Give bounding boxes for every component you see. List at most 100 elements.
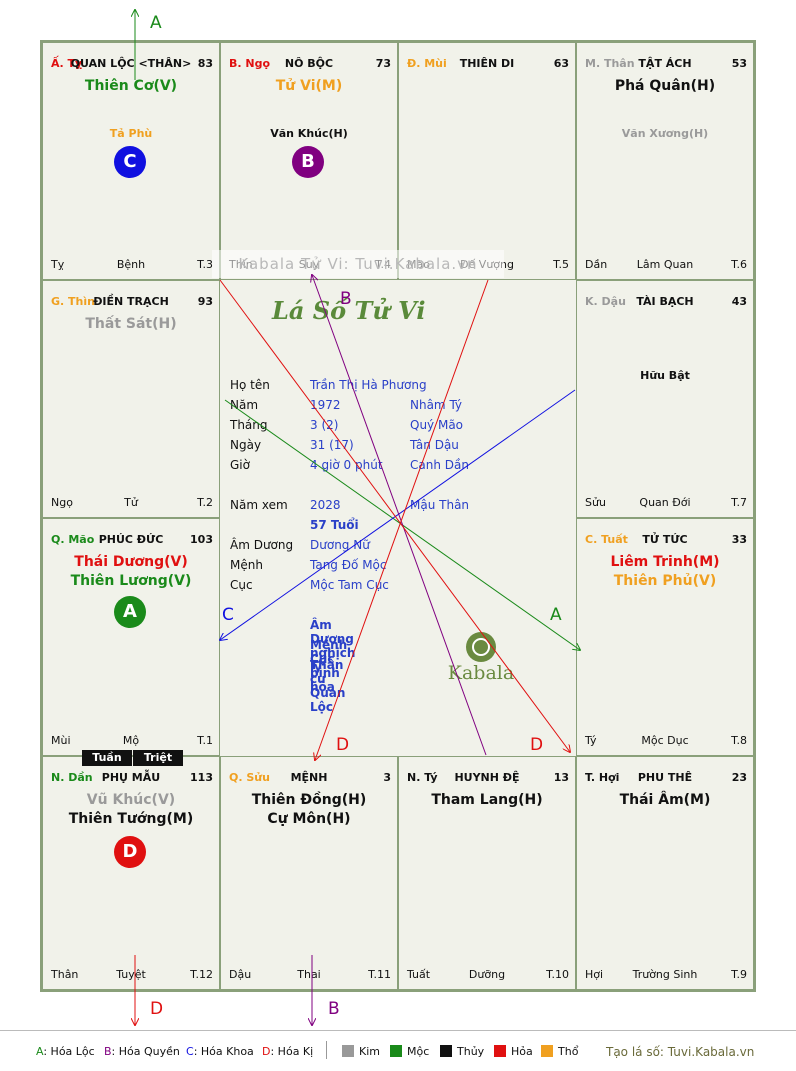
info-label: Họ tên	[230, 378, 270, 392]
palace-number: 93	[197, 295, 213, 308]
palace-can-chi: C. Tuất	[585, 533, 628, 546]
main-stars: Vũ Khúc(V) Thiên Tướng(M)	[43, 791, 219, 829]
info-value: Tang Đố Mộc	[310, 558, 387, 572]
main-star: Phá Quân(H)	[614, 78, 716, 94]
palace-can-chi: N. Tý	[407, 771, 438, 784]
moc-swatch	[390, 1045, 402, 1057]
hoa-swatch	[494, 1045, 506, 1057]
branch-label: Hợi	[585, 968, 604, 981]
palace-name: NÔ BỘC	[284, 57, 334, 70]
stage-label: Thai	[297, 968, 321, 981]
watermark-banner: Kabala Tử Vi: Tuvi.Kabala.vn	[212, 250, 504, 278]
palace-number: 63	[553, 57, 569, 70]
main-stars: Phá Quân(H)	[577, 77, 753, 96]
info-value: 57 Tuổi	[310, 518, 359, 532]
age-label: T.3	[197, 258, 213, 271]
palace-number: 113	[190, 771, 213, 784]
chart-title: Lá Số Tử Vi	[272, 296, 426, 325]
palace-name: PHỤ MẪU	[101, 771, 161, 784]
hoa-khoa-arrow	[220, 389, 576, 640]
main-star: Thiên Tướng(M)	[68, 811, 194, 827]
legend-moc: Mộc	[390, 1045, 429, 1058]
chart-note: Âm Dương nghịch lý	[310, 618, 356, 674]
logo-word: Kabala	[447, 662, 515, 684]
main-star: Cự Môn(H)	[267, 811, 351, 827]
info-value: Mộc Tam Cục	[310, 578, 389, 592]
branch-label: Sửu	[585, 496, 606, 509]
legend-tho: Thổ	[541, 1045, 578, 1058]
palace-can-chi: Đ. Mùi	[407, 57, 447, 70]
palace-number: 53	[731, 57, 747, 70]
stage-label: Tử	[124, 496, 138, 509]
stage-label: Trường Sinh	[632, 968, 698, 981]
palace-name: THIÊN DI	[459, 57, 515, 70]
palace-number: 73	[375, 57, 391, 70]
palace-name: QUAN LỘC <THÂN>	[70, 57, 192, 70]
age-label: T.1	[197, 734, 213, 747]
tuan-marker: Tuần	[82, 750, 132, 766]
age-label: T.6	[731, 258, 747, 271]
arrow-label-d-1: D	[336, 735, 349, 755]
legend-thuy: Thủy	[440, 1045, 484, 1058]
main-stars: Thiên Đồng(H) Cự Môn(H)	[221, 791, 397, 829]
info-label: Tháng	[230, 418, 268, 432]
main-star: Thiên Đồng(H)	[251, 792, 367, 808]
main-star: Thái Âm(M)	[619, 792, 711, 808]
palace-name: MỆNH	[290, 771, 328, 784]
stage-label: Lâm Quan	[636, 258, 694, 271]
kim-swatch	[342, 1045, 354, 1057]
branch-label: Tý	[585, 734, 597, 747]
main-star: Liêm Trinh(M)	[610, 554, 720, 570]
arrow-label-d-2: D	[530, 735, 543, 755]
info-label: Năm xem	[230, 498, 288, 512]
stage-label: Mộ	[122, 734, 140, 747]
palace-number: 23	[731, 771, 747, 784]
hoa-ki-circle: D	[114, 836, 146, 868]
main-stars: Thái Âm(M)	[577, 791, 753, 810]
palace-name: TỬ TỨC	[642, 533, 688, 546]
info-value-canchi: Mậu Thân	[410, 498, 470, 512]
main-star: Tham Lang(H)	[431, 792, 543, 808]
main-star: Thiên Lương(V)	[70, 573, 192, 589]
palace-can-chi: K. Dậu	[585, 295, 626, 308]
age-label: T.10	[546, 968, 569, 981]
main-star: Thất Sát(H)	[85, 316, 177, 332]
arrow-label-d-bottom: D	[150, 999, 163, 1019]
main-stars: Tử Vi(M)	[221, 77, 397, 96]
palace-can-chi: Q. Mão	[51, 533, 95, 546]
main-star: Vũ Khúc(V)	[86, 792, 176, 808]
palace-can-chi: M. Thân	[585, 57, 635, 70]
info-value-canchi: Tân Dậu	[410, 438, 459, 452]
chart-note: Mệnh Cục bình hòa	[310, 638, 348, 694]
chart-note: Thân cư Quan Lộc	[310, 658, 346, 714]
legend-divider	[326, 1041, 327, 1059]
hoa-quyen-circle: B	[292, 146, 324, 178]
age-label: T.7	[731, 496, 747, 509]
info-value-canchi: Quý Mão	[410, 418, 464, 432]
tree-icon	[466, 632, 496, 662]
branch-label: Ngọ	[51, 496, 73, 509]
age-label: T.9	[731, 968, 747, 981]
kabala-logo: Kabala	[446, 632, 516, 684]
info-value: 31 (17)	[310, 438, 354, 452]
arrow-label-a-top: A	[150, 13, 162, 33]
main-stars: Thiên Cơ(V)	[43, 77, 219, 96]
site-link[interactable]: Tạo lá số: Tuvi.Kabala.vn	[606, 1045, 755, 1059]
palace-name: PHÚC ĐỨC	[98, 533, 164, 546]
hoa-quyen-arrow-up	[312, 275, 487, 756]
info-value: Trần Thị Hà Phương	[310, 378, 427, 392]
thuy-swatch	[440, 1045, 452, 1057]
info-value-canchi: Nhâm Tý	[410, 398, 463, 412]
arrow-label-b-bottom: B	[328, 999, 340, 1019]
palace-number: 3	[383, 771, 391, 784]
